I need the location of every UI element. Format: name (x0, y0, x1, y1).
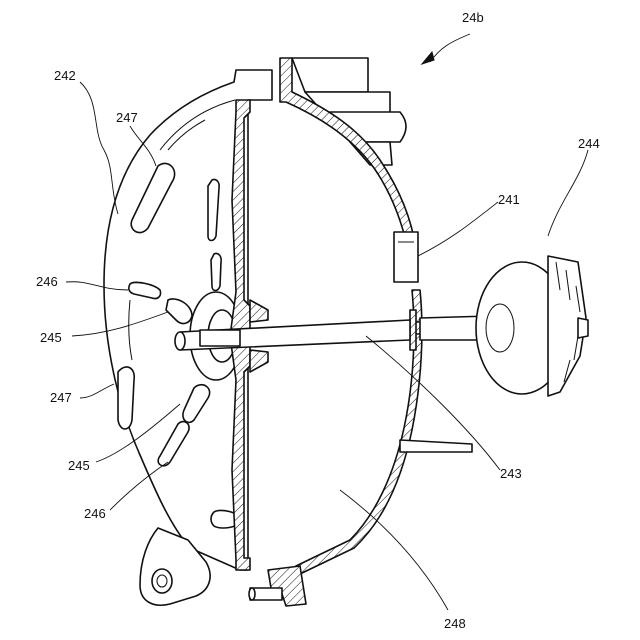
component-241 (394, 232, 418, 282)
label-244: 244 (578, 136, 600, 151)
label-247-top: 247 (116, 110, 138, 125)
label-245-top: 245 (40, 330, 62, 345)
bolt-stub (200, 330, 240, 346)
label-241: 241 (498, 192, 520, 207)
label-24b: 24b (462, 10, 484, 25)
label-248: 248 (444, 616, 466, 631)
label-247-bottom: 247 (50, 390, 72, 405)
impeller-244 (476, 256, 588, 396)
label-246-bottom: 246 (84, 506, 106, 521)
label-245-bottom: 245 (68, 458, 90, 473)
label-243: 243 (500, 466, 522, 481)
label-246-top: 246 (36, 274, 58, 289)
housing-shell-section-248 (280, 58, 428, 574)
label-242: 242 (54, 68, 76, 83)
bottom-tab (249, 440, 472, 606)
arrow-head (422, 52, 434, 64)
